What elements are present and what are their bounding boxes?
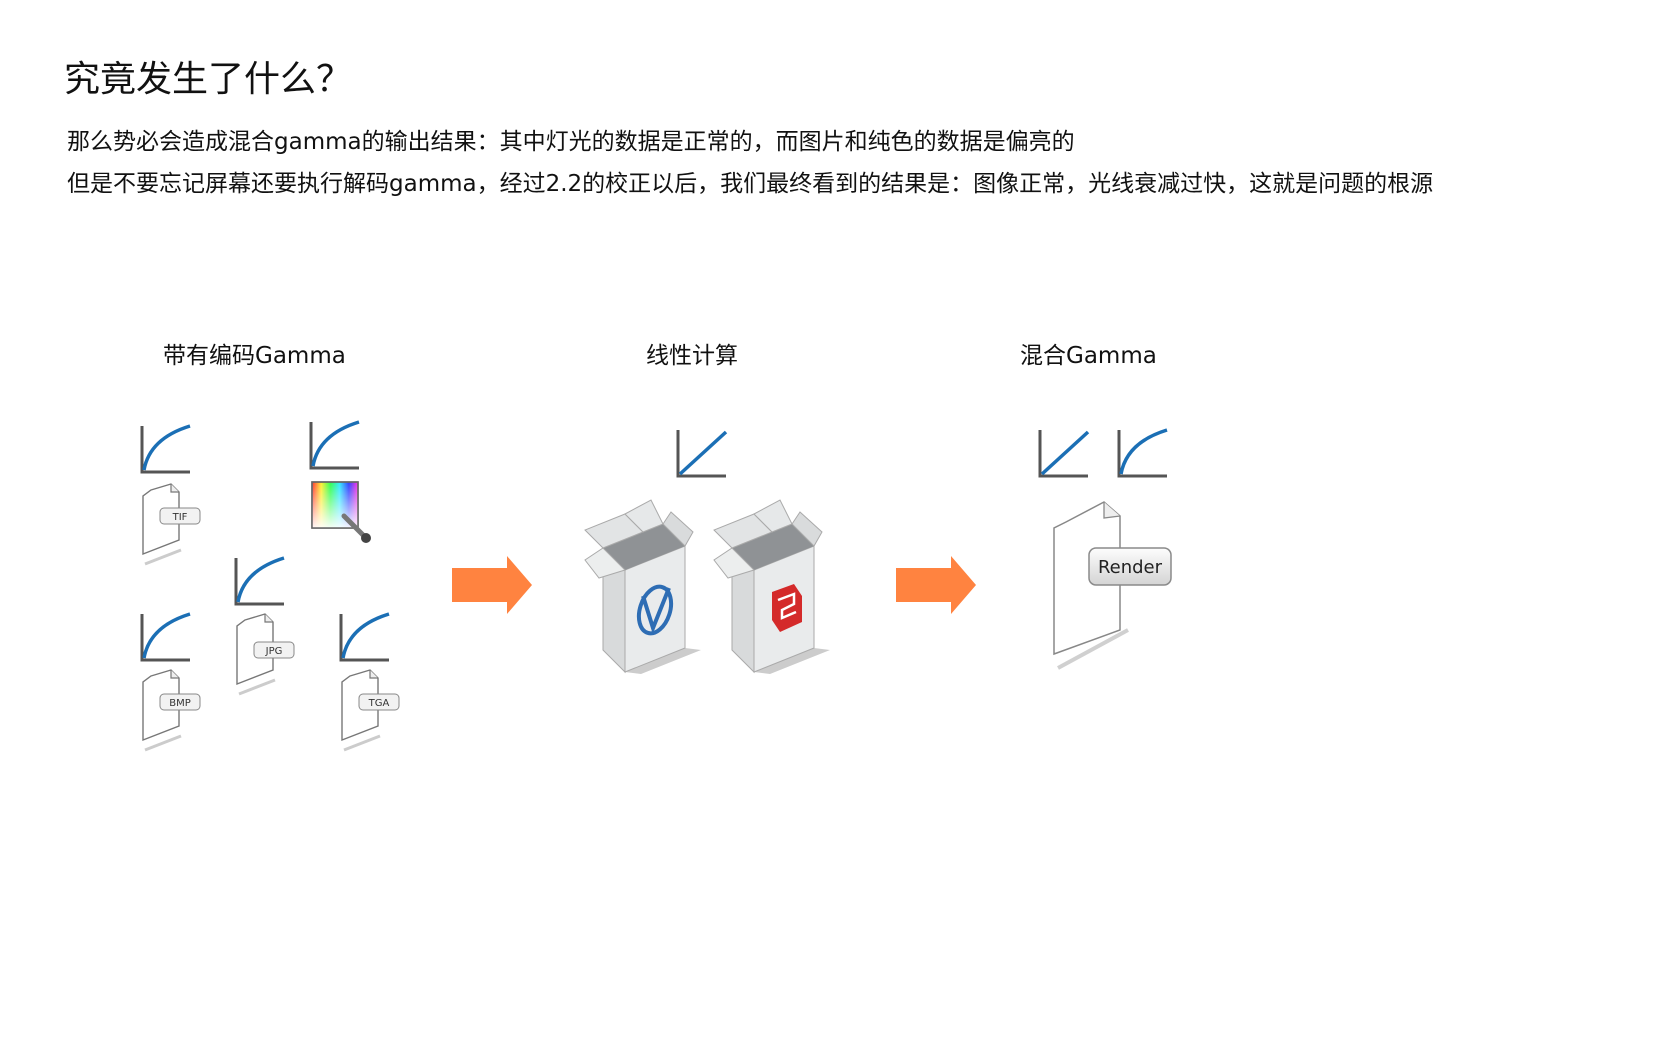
bmp-tag: BMP (169, 698, 191, 709)
tif-file-icon: TIF (141, 482, 201, 566)
gamma-curve-icon (309, 420, 361, 470)
render-document-icon (1053, 501, 1129, 670)
body-line-2: 但是不要忘记屏幕还要执行解码gamma，经过2.2的校正以后，我们最终看到的结果… (67, 171, 1434, 197)
gamma-curve-icon (140, 612, 192, 662)
stage-label-encoded: 带有编码Gamma (163, 343, 346, 369)
gamma-curve-icon (140, 424, 192, 474)
page-title: 究竟发生了什么？ (64, 59, 353, 100)
3dsmax-box-icon (584, 499, 701, 674)
stage-label-mixed: 混合Gamma (1020, 343, 1157, 369)
color-swatch-icon (311, 481, 371, 543)
jpg-tag: JPG (265, 646, 283, 657)
render-button[interactable]: Render (1088, 547, 1172, 586)
linear-curve-icon (1038, 428, 1090, 478)
body-line-1: 那么势必会造成混合gamma的输出结果：其中灯光的数据是正常的，而图片和纯色的数… (67, 129, 1075, 155)
gamma-curve-icon (234, 556, 286, 606)
arrow-right-icon (452, 556, 532, 614)
tga-tag: TGA (368, 698, 390, 709)
tif-tag: TIF (172, 512, 188, 523)
gamma-curve-icon (339, 612, 391, 662)
tga-file-icon: TGA (340, 668, 400, 752)
bmp-file-icon: BMP (141, 668, 201, 752)
render-button-label: Render (1098, 557, 1163, 578)
gamma-curve-icon (1117, 428, 1169, 478)
stage-label-linear: 线性计算 (646, 343, 738, 369)
linear-curve-icon (676, 428, 728, 478)
arrow-right-icon (896, 556, 976, 614)
jpg-file-icon: JPG (235, 612, 295, 696)
sketchup-box-icon (713, 499, 830, 674)
